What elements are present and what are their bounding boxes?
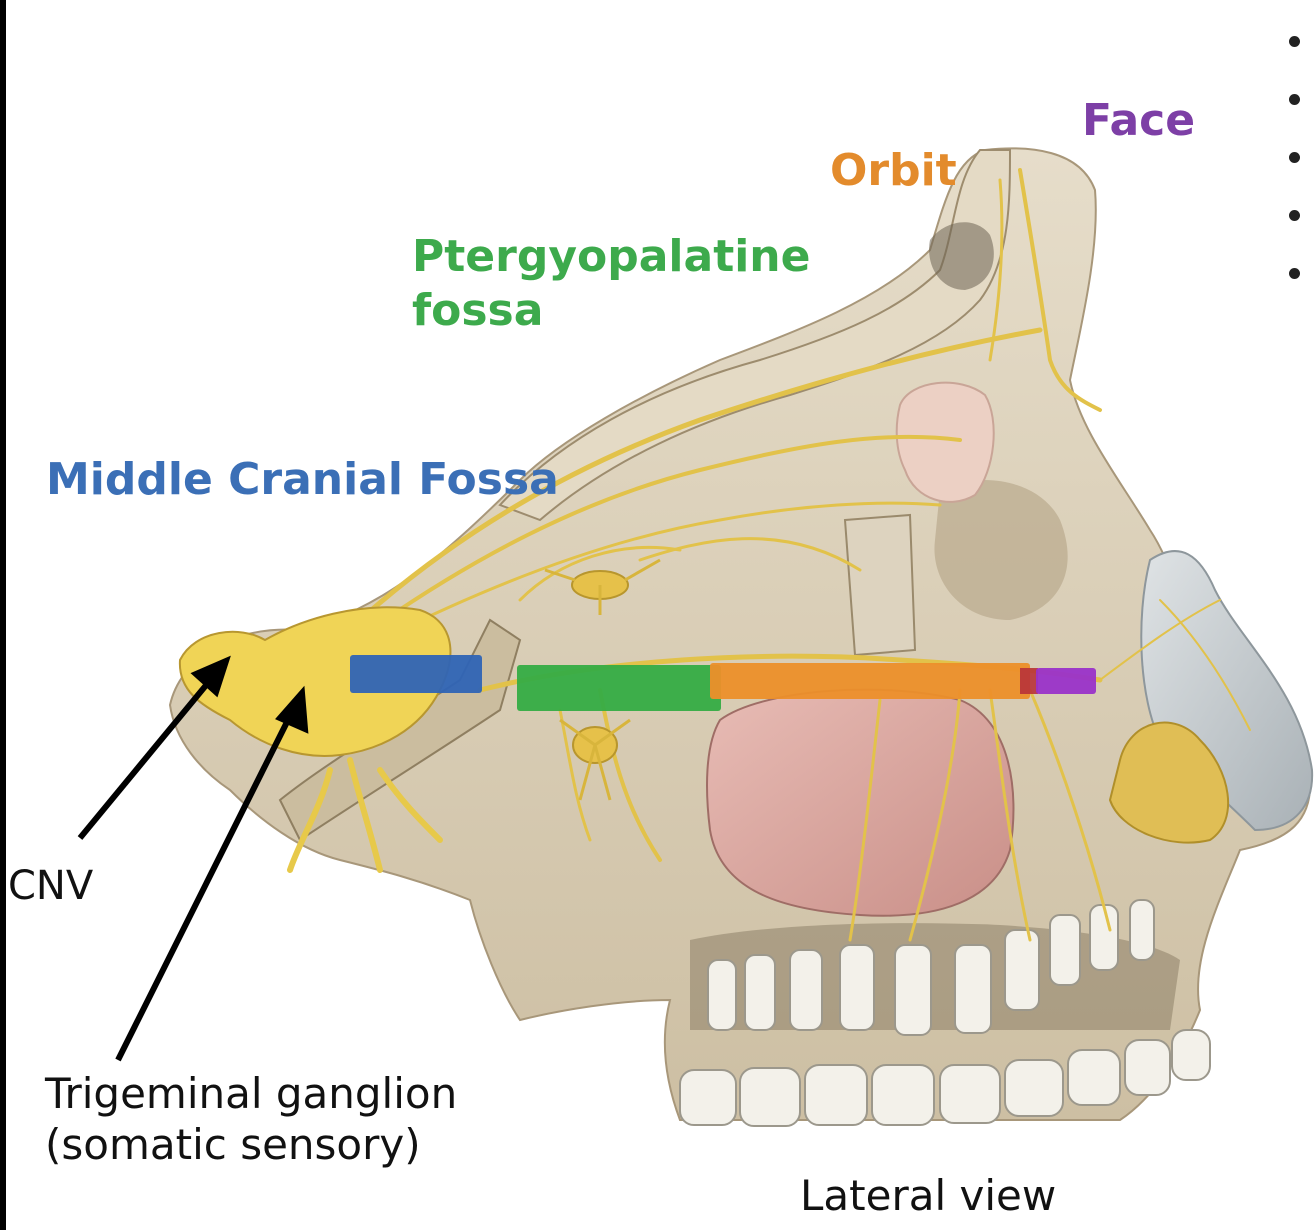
tooth bbox=[954, 944, 992, 1034]
view-label: Lateral view bbox=[800, 1171, 1057, 1220]
frontal-sinus bbox=[929, 222, 994, 290]
bullet-point bbox=[1289, 94, 1300, 105]
trigeminal-arrowhead bbox=[275, 685, 309, 734]
frontal-bone bbox=[498, 149, 1012, 522]
cnv-arrow bbox=[77, 676, 215, 840]
arrows bbox=[77, 655, 309, 1062]
face-bar bbox=[1036, 668, 1096, 694]
pterygopalatine-fossa-line2: fossa bbox=[412, 284, 544, 336]
orbit-face-transition bbox=[1020, 668, 1038, 694]
upper-teeth bbox=[707, 899, 1155, 1036]
tooth bbox=[939, 1064, 1001, 1124]
trigeminal-ganglion-line1: Trigeminal ganglion bbox=[45, 1069, 458, 1118]
orbit-bar bbox=[710, 663, 1030, 699]
tooth bbox=[789, 949, 823, 1031]
tooth bbox=[804, 1064, 868, 1126]
face-label: Face bbox=[1082, 95, 1196, 146]
pterygopalatine-fossa-line1: Ptergyopalatine bbox=[412, 231, 811, 282]
otic-ganglion-branches bbox=[544, 558, 661, 615]
maxillary-sinus bbox=[706, 688, 1015, 917]
bullet-point bbox=[1289, 152, 1300, 163]
bullet-point bbox=[1289, 210, 1300, 221]
tooth bbox=[871, 1064, 935, 1126]
tooth bbox=[1124, 1039, 1171, 1096]
trigeminal-ganglion-line2: (somatic sensory) bbox=[45, 1120, 421, 1170]
tooth bbox=[739, 1067, 801, 1127]
pterygoid-pillar bbox=[843, 513, 917, 657]
tooth bbox=[1049, 914, 1081, 986]
tooth bbox=[1004, 1059, 1064, 1117]
cnv-arrowhead bbox=[190, 655, 231, 698]
cnv-label: CNV bbox=[8, 863, 94, 909]
bullet-point bbox=[1289, 268, 1300, 279]
tooth bbox=[744, 954, 776, 1031]
tooth bbox=[1089, 904, 1119, 971]
trigeminal-ganglion-label: Trigeminal ganglion (somatic sensory) bbox=[45, 1068, 457, 1170]
lower-teeth bbox=[679, 1029, 1211, 1127]
tooth bbox=[1129, 899, 1155, 961]
pterygopalatine-ganglion bbox=[559, 718, 631, 801]
tooth bbox=[894, 944, 932, 1036]
tooth bbox=[1171, 1029, 1211, 1081]
tooth bbox=[839, 944, 875, 1031]
tooth bbox=[679, 1069, 737, 1126]
bullet-point bbox=[1289, 36, 1300, 47]
left-frame-edge bbox=[0, 0, 6, 1230]
middle-cranial-fossa-label: Middle Cranial Fossa bbox=[46, 454, 559, 505]
middle-cranial-fossa-bar bbox=[350, 655, 482, 693]
alar-fat-pad bbox=[1108, 721, 1230, 844]
trigeminal-arrow bbox=[115, 710, 295, 1062]
tooth bbox=[1004, 929, 1040, 1011]
tooth bbox=[1067, 1049, 1121, 1106]
lacrimal-gland bbox=[895, 381, 995, 503]
tooth bbox=[707, 959, 737, 1031]
pterygopalatine-fossa-bar bbox=[517, 665, 721, 711]
orbit-cavity bbox=[934, 480, 1068, 620]
pterygopalatine-fossa-label: Ptergyopalatine fossa bbox=[412, 230, 810, 337]
mandibular-nerve-roots bbox=[287, 757, 443, 873]
orbit-label: Orbit bbox=[830, 145, 957, 196]
